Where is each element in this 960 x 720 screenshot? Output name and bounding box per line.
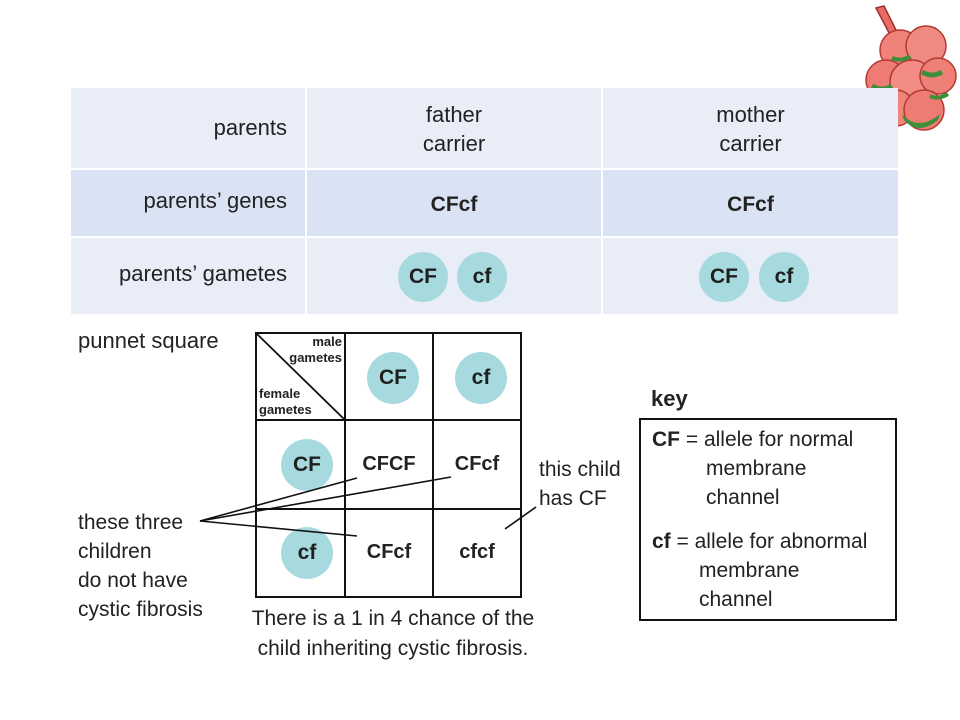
father-label: father [425, 102, 483, 127]
female-gamete-cf: cf [281, 527, 333, 579]
key-CF-desc: = allele for normal [685, 428, 854, 451]
grid-vline-2 [432, 332, 434, 598]
mother-label: mother [716, 102, 785, 127]
cell-CFcf-top: CFcf [454, 453, 500, 475]
key-cf-desc-2: membrane [699, 559, 800, 582]
cell-cfcf: cfcf [459, 541, 495, 563]
grid-hline-1 [255, 419, 522, 421]
father-status: carrier [422, 131, 486, 156]
father-gamete-cf: cf [457, 252, 507, 302]
cell-CFcf-bottom: CFcf [366, 541, 412, 563]
parents-genes-row: parents’ genes CFcf CFcf [71, 168, 898, 236]
father-gamete-CF: CF [398, 252, 448, 302]
corner-diagonal [256, 333, 345, 420]
cell-CFCF: CFCF [362, 453, 416, 475]
key-title: key [651, 386, 688, 411]
father-genes: CFcf [305, 170, 601, 236]
mother-gamete-cf: cf [759, 252, 809, 302]
corner-female-line2: gametes [259, 402, 312, 417]
three-children-note: these three children do not have cystic … [78, 511, 203, 621]
punnet-square-title: punnet square [78, 328, 219, 353]
male-gamete-cf: cf [455, 352, 507, 404]
key-cf-symbol: cf [652, 530, 671, 553]
key-CF-symbol: CF [652, 428, 680, 451]
grid-vline-1 [344, 332, 346, 598]
mother-genes: CFcf [601, 170, 898, 236]
this-child-note: this child has CF [539, 458, 621, 510]
punnet-square [255, 332, 522, 598]
key-cf-desc-3: channel [699, 588, 773, 611]
corner-female-line1: female [259, 386, 301, 401]
key-box: CF = allele for normal membrane channel … [639, 418, 897, 621]
punnet-caption: There is a 1 in 4 chance of the child in… [251, 607, 535, 660]
mother-gamete-CF: CF [699, 252, 749, 302]
parents-gametes-label: parents’ gametes [119, 261, 287, 286]
key-CF-desc-2: membrane [706, 457, 807, 480]
corner-male-line1: male [312, 334, 342, 349]
corner-male-line2: gametes [289, 350, 342, 365]
parents-table: parents father carrier mother carrier pa… [71, 88, 898, 314]
mother-status: carrier [719, 131, 782, 156]
grid-hline-2 [255, 508, 522, 510]
parents-row: parents father carrier mother carrier [71, 88, 898, 168]
key-cf-desc: = allele for abnormal [676, 530, 868, 553]
male-gamete-CF: CF [367, 352, 419, 404]
parents-label: parents [213, 115, 287, 140]
key-CF-desc-3: channel [706, 486, 780, 509]
parents-genes-label: parents’ genes [143, 188, 287, 213]
female-gamete-CF: CF [281, 439, 333, 491]
